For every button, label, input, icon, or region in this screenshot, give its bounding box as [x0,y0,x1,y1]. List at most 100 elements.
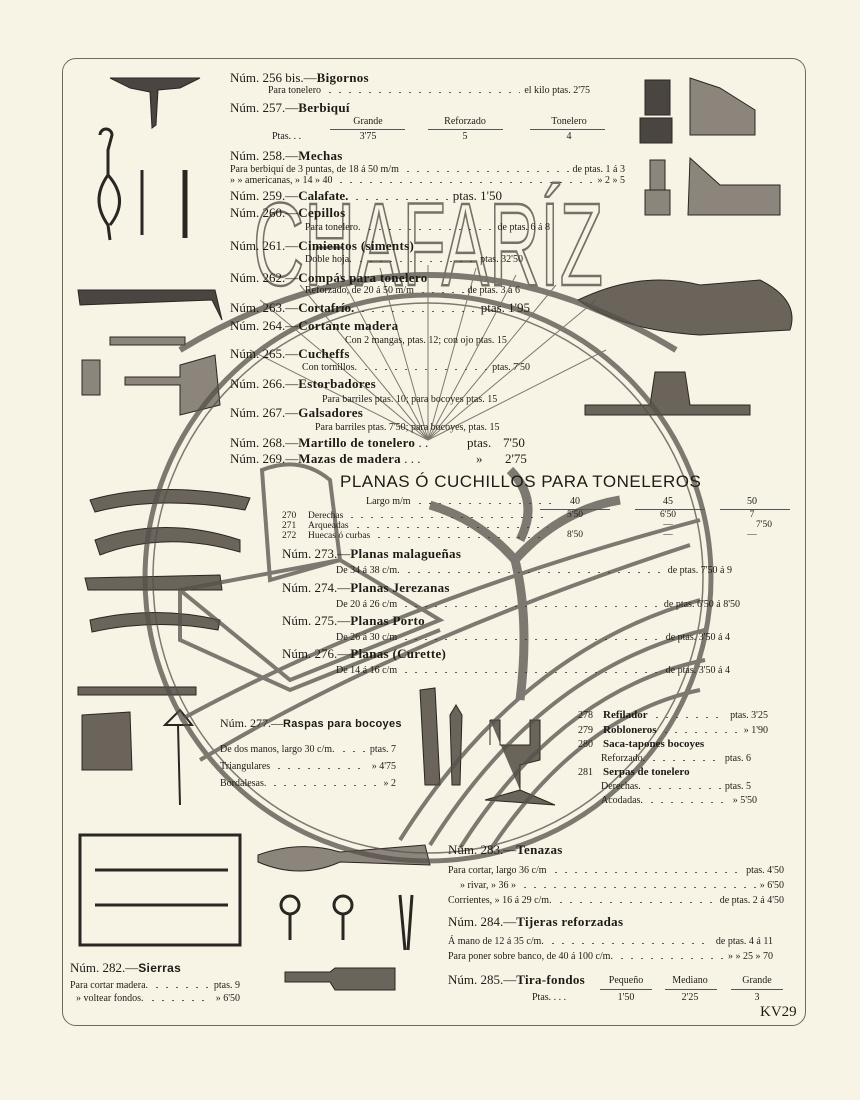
item-heading: Núm. 260.—Cepillos [230,205,346,220]
price-line: Derechas.ptas. 5 [601,781,751,792]
corkscrew-illustration [279,894,301,916]
row-name: Derechas [308,511,344,521]
corkscrew-illustration [332,894,354,916]
item-description: Para barriles ptas. 10; para bocoyes pta… [322,394,498,405]
price-line: Á mano de 12 á 35 c/m.de ptas. 4 á 11 [448,936,773,947]
handle-illustration [109,336,186,346]
item-heading: Núm. 283.—Tenazas [448,842,563,857]
price-unit: ptas. [467,435,492,450]
item-heading: Núm. 256 bis.—Bigornos [230,70,369,85]
anvil-illustration [109,77,201,129]
table-cell: — [663,520,673,530]
rasp-illustration [419,687,441,786]
row-number: 272 [282,531,297,541]
plane-illustration [689,77,756,136]
table-cell: 8'50 [567,530,583,540]
item-heading: Núm. 263.—Cortafrío.ptas. 1'95 [230,300,530,315]
row-name: Huecas ó curbas [308,531,371,541]
item-heading: Núm. 257.—Berbiquí [230,100,350,115]
price-line: Con tornillos.ptas. 7'50 [302,362,530,373]
table-cell: 7 [749,510,755,520]
item-heading: Núm. 261.—Cimientos (siments) [230,238,415,253]
item-heading: Núm. 269.—Mazas de madera . . . [230,451,421,466]
price-line: Triangulares» 4'75 [220,761,396,772]
column-header: Pequeño [608,975,644,986]
row-label: Ptas. . . [272,131,302,142]
item-heading: Núm. 268.—Martillo de tonelero . . [230,435,429,450]
shears-illustration [257,844,431,872]
divider [530,129,605,130]
divider [428,129,503,130]
item-heading: Núm. 267.—Galsadores [230,405,364,420]
row-number: 270 [282,511,297,521]
cutter-illustration [124,354,221,416]
item-description: Con 2 mangas, ptas. 12; con ojo ptas. 15 [345,335,507,346]
price-unit: » [476,451,483,466]
divider [665,989,717,990]
column-header: 50 [747,496,757,507]
item-heading: Núm. 284.—Tijeras reforzadas [448,914,624,929]
row-label: Ptas. . . . [532,992,567,1003]
table-cell: — [663,530,673,540]
item-heading: Núm. 265.—Cucheffs [230,346,350,361]
divider [720,509,790,510]
item-description: Para barriles ptas. 7'50; para bocoyes, … [315,422,500,433]
price-line: Para berbiquí de 3 puntas, de 18 á 50 m/… [230,164,625,175]
item-heading: Núm. 266.—Estorbadores [230,376,377,391]
table-cell: 7'50 [756,520,772,530]
section-title: PLANAS Ó CUCHILLOS PARA TONELEROS [340,472,702,491]
row-number: 271 [282,521,297,531]
price-line: Acodadas.» 5'50 [601,795,757,806]
column-header: Grande [742,975,772,986]
file-tool-illustration [284,967,396,991]
item-heading: Núm. 277.—Raspas para bocoyes [220,716,402,730]
price-value: 3 [754,992,760,1003]
item-heading: Núm. 264.—Cortante madera [230,318,399,333]
awl-illustration [162,708,195,806]
price-value: 5 [462,131,468,142]
price-line: Para cortar madera.ptas. 9 [70,980,240,991]
divider [635,509,705,510]
drawknife-illustration [89,612,221,633]
drawknife-illustration [84,574,223,591]
item-heading: Núm. 282.—Sierras [70,960,182,975]
plane-illustration [644,159,671,216]
brace-illustration [97,127,121,241]
item-heading: Núm. 273.—Planas malagueñas [282,546,462,561]
column-header: Grande [353,116,383,127]
item-heading: Núm. 285.—Tira-fondos [448,972,586,987]
spokeshave-illustration [584,371,751,416]
drawknife-illustration [89,488,251,513]
item-heading: Núm. 259.—Calafate.ptas. 1'50 [230,188,502,203]
file-illustration [449,704,463,786]
price-line: Corrientes, » 16 á 29 c/m.de ptas. 2 á 4… [448,895,784,906]
rasp-illustration [81,711,133,771]
item-heading: Núm. 276.—Planas (Curette) [282,646,447,661]
item-heading: Núm. 262.—Compás para tonelero [230,270,428,285]
price-value: 4 [566,131,572,142]
divider [540,509,610,510]
price-line: De 34 á 38 c/m.de ptas. 7'50 á 9 [336,565,732,576]
drawknife-illustration [94,527,241,556]
price-value: 2'75 [505,451,527,466]
price-value: 1'50 [617,992,635,1003]
plane-illustration [639,79,673,144]
table-cell: 6'50 [660,510,676,520]
divider [731,989,783,990]
column-header: Tonelero [551,116,587,127]
price-value: 2'25 [681,992,699,1003]
pincers-illustration [398,894,414,951]
rolling-tool-illustration [77,686,197,696]
item-heading: Núm. 274.—Planas Jerezanas [282,580,450,595]
bung-puller-illustration [484,719,556,806]
price-line: » voltear fondos.» 6'50 [76,993,240,1004]
divider [600,989,652,990]
price-value: 3'75 [359,131,377,142]
price-value: 7'50 [503,435,525,450]
